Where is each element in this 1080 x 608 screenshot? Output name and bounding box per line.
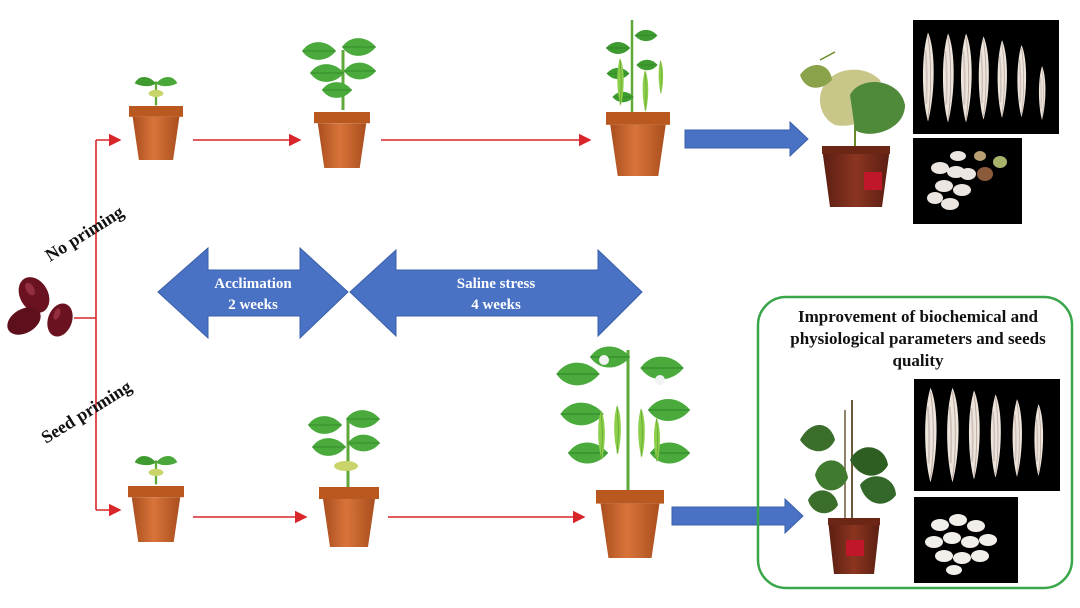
acclimation-label: Acclimation [214, 276, 292, 292]
result-box [756, 295, 1074, 590]
saline-stress-arrow: Saline stress 4 weeks [349, 248, 643, 338]
bottom-result-arrow [671, 497, 804, 535]
saline-stress-label: Saline stress [457, 276, 536, 292]
bottom-mature-plant-photo [800, 400, 896, 574]
top-result-arrow [684, 120, 809, 158]
top-seeds-photo [913, 138, 1022, 224]
top-mature-plant-photo [800, 51, 905, 207]
bottom-pot-3 [556, 345, 690, 558]
bottom-pot-2 [308, 409, 380, 547]
kidney-bean-seeds-icon [7, 277, 73, 337]
acclimation-duration: 2 weeks [228, 297, 278, 313]
bottom-pot-1 [128, 454, 184, 542]
top-bean-pods-photo [913, 20, 1059, 134]
top-pot-1 [129, 75, 183, 160]
bottom-bean-pods-photo [914, 379, 1060, 491]
result-title: Improvement of biochemical and physiolog… [790, 307, 1046, 370]
bottom-seeds-photo [914, 497, 1018, 583]
top-pot-3 [605, 20, 670, 176]
top-pot-2 [302, 37, 376, 168]
flow-arrows [74, 133, 592, 524]
seed-priming-label: Seed priming [38, 376, 136, 447]
no-priming-label: No priming [42, 202, 128, 266]
saline-stress-duration: 4 weeks [471, 297, 521, 313]
acclimation-arrow: Acclimation 2 weeks [157, 246, 349, 340]
